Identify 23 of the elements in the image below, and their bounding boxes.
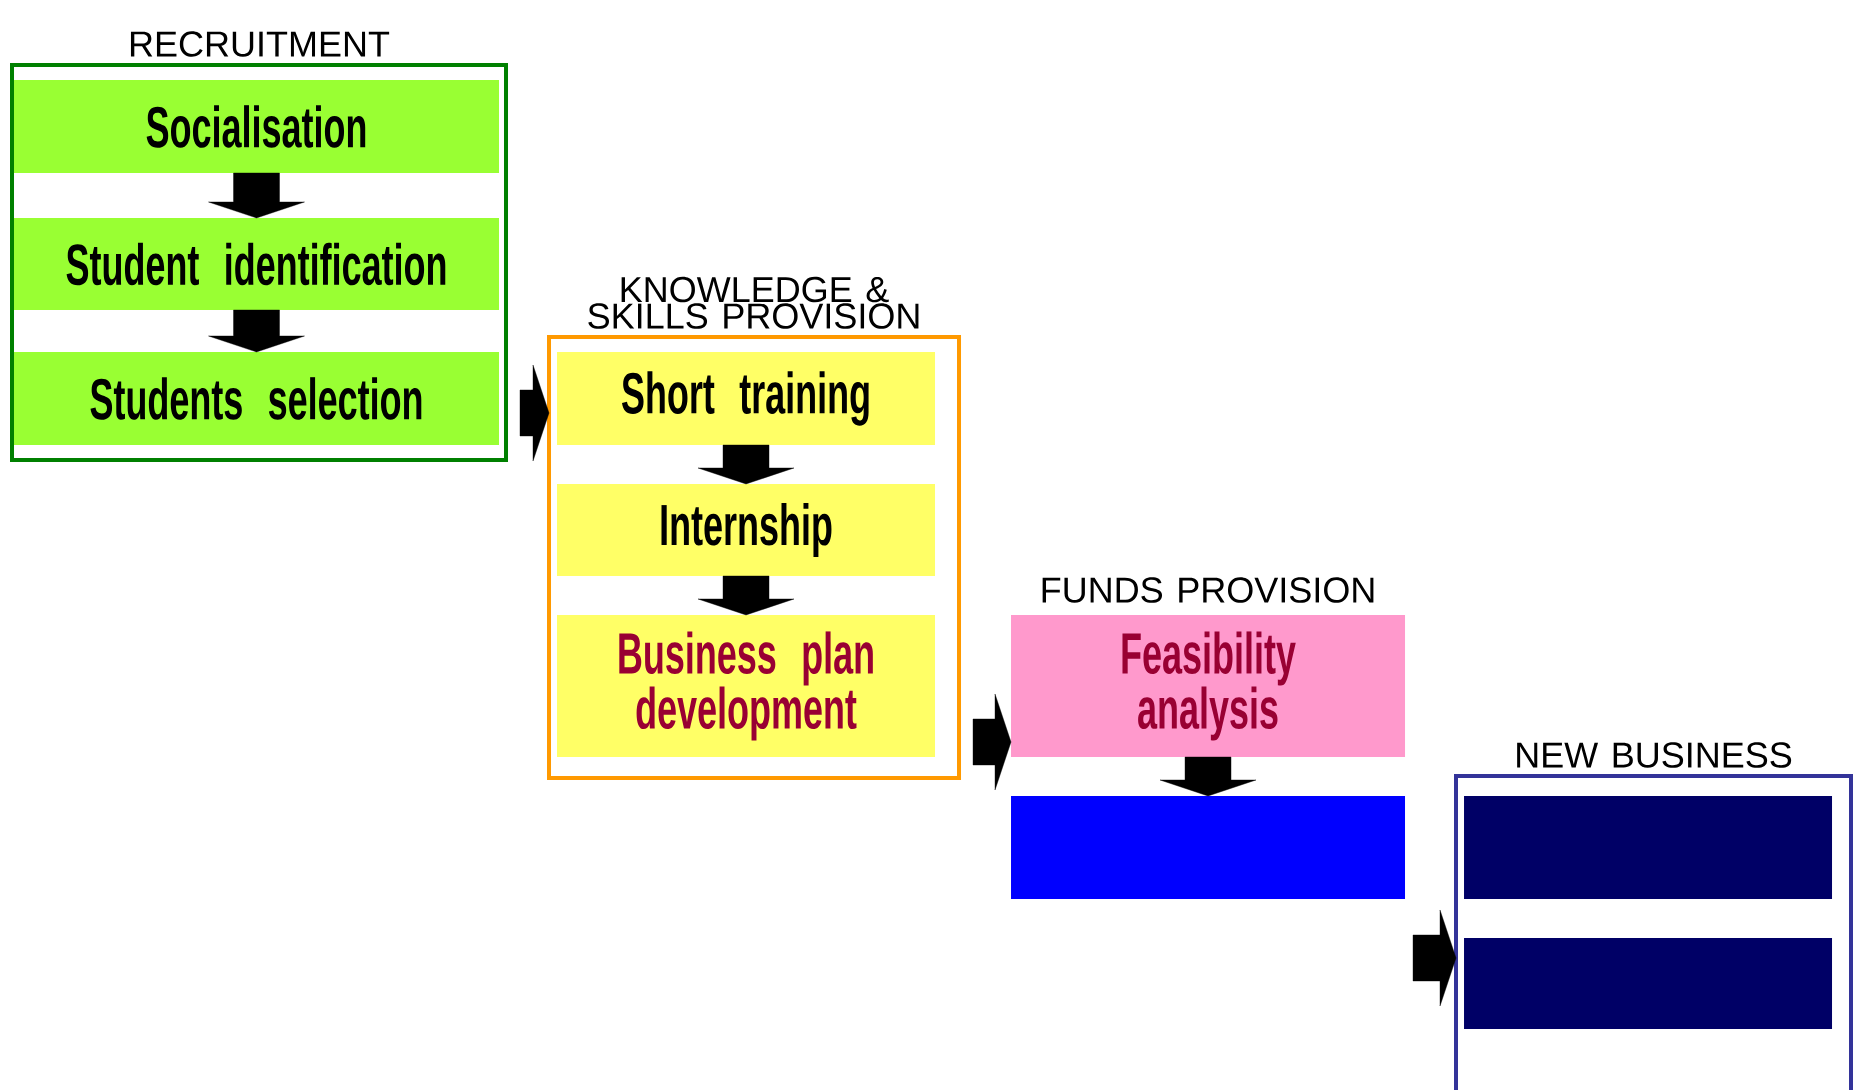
node-label: RECRUITMENT [130,31,390,57]
process-box: Socialisation [14,80,499,173]
arrow [972,693,1012,791]
arrow [1412,909,1457,1007]
node-label: NEW BUSINESS [1517,742,1792,768]
empty-box [1011,796,1405,899]
process-box: FUNDS PROVISION Feasibility analysis [1011,577,1405,757]
process-box: Students selection [14,352,499,445]
group-box: NEW BUSINESS [1454,742,1853,1090]
process-box: Student identification [14,218,499,310]
arrow [208,172,305,219]
arrow [697,575,795,616]
empty-box [1464,796,1832,899]
empty-box [1464,938,1832,1029]
arrow [208,309,305,353]
node-label: KNOWLEDGE & SKILLS PROVISION [588,276,919,329]
process-box: Business plan development [557,615,935,757]
arrow [519,364,550,462]
process-box: Short training [557,352,935,445]
arrow [1159,756,1257,797]
node-label: FUNDS PROVISION [1042,577,1374,603]
process-box: Internship [557,484,935,576]
arrow [697,444,795,485]
